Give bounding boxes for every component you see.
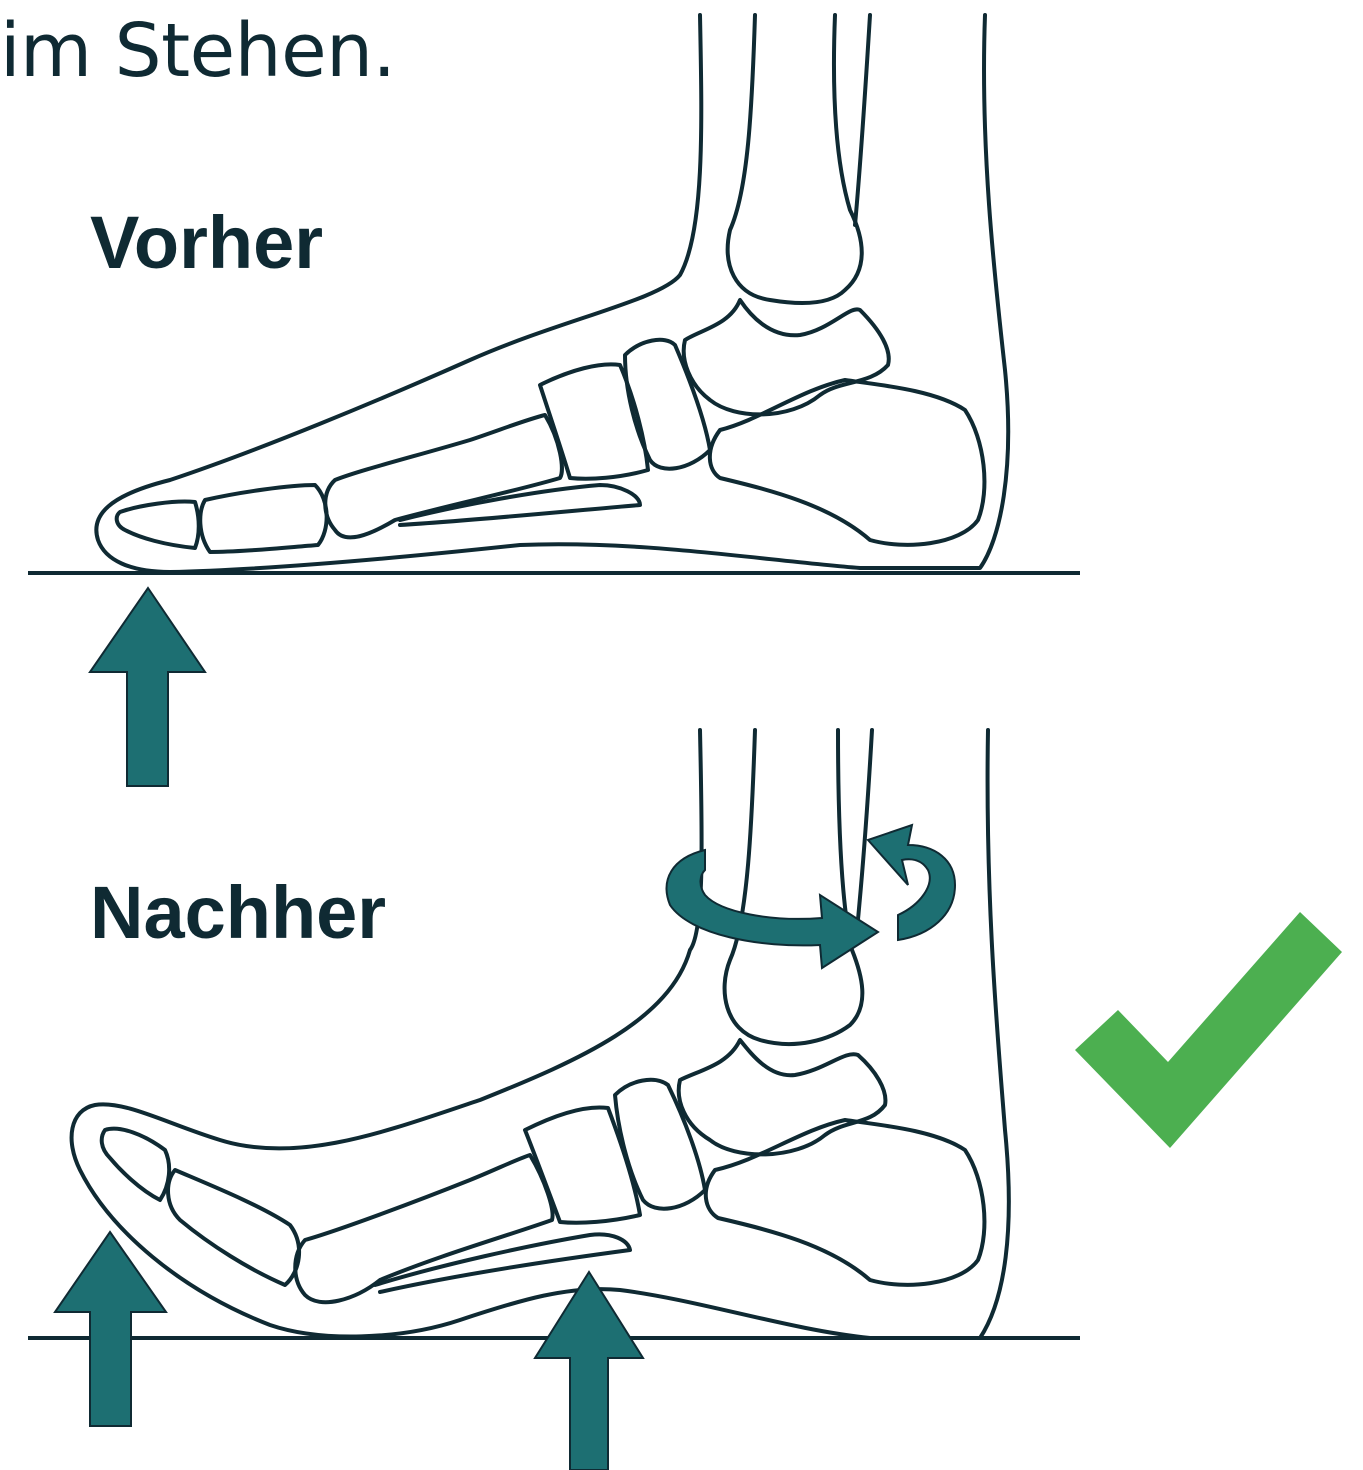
foot-before bbox=[96, 15, 1008, 572]
up-arrow-icon bbox=[535, 1272, 643, 1470]
foot-after bbox=[72, 730, 1009, 1338]
up-arrow-icon bbox=[90, 588, 205, 786]
foot-after-outline bbox=[72, 730, 1009, 1338]
checkmark-icon bbox=[1075, 912, 1342, 1148]
up-arrow-icon bbox=[55, 1232, 166, 1426]
